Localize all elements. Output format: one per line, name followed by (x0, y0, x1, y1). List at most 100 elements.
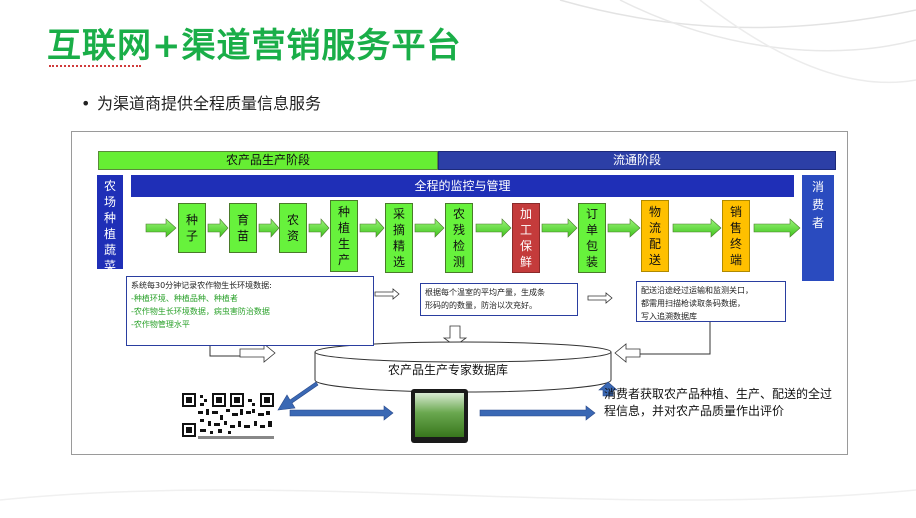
farm-char: 植 (103, 227, 116, 241)
connector-arrow (374, 288, 400, 300)
step-supplies: 农 资 (279, 203, 307, 253)
phone-app-screenshot (411, 389, 468, 443)
note-line: 写入追溯数据库 (641, 312, 697, 321)
note-tracking: 配送沿途经过运输和监测关口， 都需用扫描枪读取条码数据， 写入追溯数据库 (636, 281, 786, 322)
step-char: 订 (585, 207, 598, 221)
qr-code-image (180, 391, 276, 441)
spellcheck-underline (49, 63, 141, 67)
step-char: 配 (648, 237, 661, 251)
step-char: 售 (729, 221, 742, 235)
blue-arrow (598, 381, 618, 397)
consumer-char: 费 (811, 198, 824, 212)
step-char: 采 (392, 207, 405, 221)
note-line: 系统每30分钟记录农作物生长环境数据: (131, 281, 272, 290)
phone-screen (415, 393, 464, 437)
database-cylinder (314, 341, 612, 393)
green-arrow (207, 218, 229, 238)
farm-char: 场 (103, 195, 116, 209)
note-line: -种植环境、种植品种、种植者 (131, 294, 238, 303)
step-char: 包 (585, 239, 598, 253)
step-char: 种 (337, 205, 350, 219)
blue-arrow (479, 405, 596, 421)
step-planting: 种 植 生 产 (330, 200, 358, 272)
consumer-description: 消费者获取农产品种植、生产、配送的全过程信息，并对农产品质量作出评价 (604, 387, 833, 418)
step-char: 资 (286, 229, 299, 243)
phase-circulation-header: 流通阶段 (438, 151, 836, 170)
step-char: 农 (452, 207, 465, 221)
step-char: 单 (585, 223, 598, 237)
step-seedling: 育 苗 (229, 203, 257, 253)
step-char: 物 (648, 205, 661, 219)
green-arrow (258, 218, 280, 238)
step-char: 摘 (392, 223, 405, 237)
step-char: 残 (452, 223, 465, 237)
step-char: 植 (337, 221, 350, 235)
bullet-text: 为渠道商提供全程质量信息服务 (97, 94, 322, 113)
step-char: 子 (185, 229, 198, 243)
consumer-char: 消 (811, 180, 824, 194)
step-seed: 种 子 (178, 203, 206, 253)
farm-char: 菜 (103, 259, 116, 269)
farm-char: 农 (103, 179, 116, 193)
green-arrow (308, 218, 330, 238)
step-char: 产 (337, 253, 350, 267)
step-char: 测 (452, 255, 465, 269)
note-line: -农作物生长环境数据，病虫害防治数据 (131, 307, 270, 316)
blue-arrow (289, 405, 394, 421)
green-arrow (475, 218, 512, 238)
step-char: 销 (729, 205, 742, 219)
step-char: 装 (585, 255, 598, 269)
step-char: 种 (185, 213, 198, 227)
green-arrow (672, 218, 722, 238)
step-char: 选 (392, 255, 405, 269)
farm-char: 蔬 (103, 243, 116, 257)
step-char: 流 (648, 221, 661, 235)
step-logistics: 物 流 配 送 (641, 200, 669, 272)
note-barcode: 根据每个温室的平均产量，生成条 形码的的数量，防治以次充好。 (420, 283, 578, 316)
connector-arrow (587, 292, 613, 304)
step-char: 加 (519, 207, 532, 221)
consumer-box: 消 费 者 (802, 175, 834, 281)
step-char: 工 (519, 223, 532, 237)
connector-arrow (239, 343, 276, 363)
monitor-bar: 全程的监控与管理 (131, 175, 794, 197)
green-arrow (359, 218, 385, 238)
phase-production-header: 农产品生产阶段 (98, 151, 438, 170)
consumer-char: 者 (811, 216, 824, 230)
step-char: 端 (729, 253, 742, 267)
step-sales-terminal: 销 售 终 端 (722, 200, 750, 272)
green-arrow (607, 218, 641, 238)
step-char: 送 (648, 253, 661, 267)
step-char: 保 (519, 239, 532, 253)
step-picking: 采 摘 精 选 (385, 203, 413, 273)
farm-box: 农 场 种 植 蔬 菜 (97, 175, 123, 269)
green-arrow (414, 218, 445, 238)
bullet-marker: • (81, 94, 91, 113)
connector-arrow (614, 343, 641, 363)
step-char: 终 (729, 237, 742, 251)
page-title: 互联网+渠道营销服务平台 (47, 26, 462, 66)
step-char: 检 (452, 239, 465, 253)
step-char: 精 (392, 239, 405, 253)
green-arrow (753, 218, 801, 238)
connector-line (630, 322, 711, 355)
step-char: 鲜 (519, 255, 532, 269)
note-line: 配送沿途经过运输和监测关口， (641, 286, 753, 295)
note-line: 形码的的数量，防治以次充好。 (425, 301, 537, 310)
green-arrow (145, 218, 177, 238)
bullet-item: • 为渠道商提供全程质量信息服务 (81, 90, 321, 114)
note-environment-data: 系统每30分钟记录农作物生长环境数据: -种植环境、种植品种、种植者 -农作物生… (126, 276, 374, 346)
step-residue-test: 农 残 检 测 (445, 203, 473, 273)
note-line: 根据每个温室的平均产量，生成条 (425, 288, 545, 297)
green-arrow (541, 218, 578, 238)
blue-arrow (277, 381, 319, 411)
farm-char: 种 (103, 211, 116, 225)
step-processing: 加 工 保 鲜 (512, 203, 540, 273)
database-label: 农产品生产专家数据库 (388, 363, 509, 377)
step-char: 育 (236, 213, 249, 227)
note-line: 都需用扫描枪读取条码数据， (641, 299, 745, 308)
step-char: 农 (286, 213, 299, 227)
step-packaging: 订 单 包 装 (578, 203, 606, 273)
